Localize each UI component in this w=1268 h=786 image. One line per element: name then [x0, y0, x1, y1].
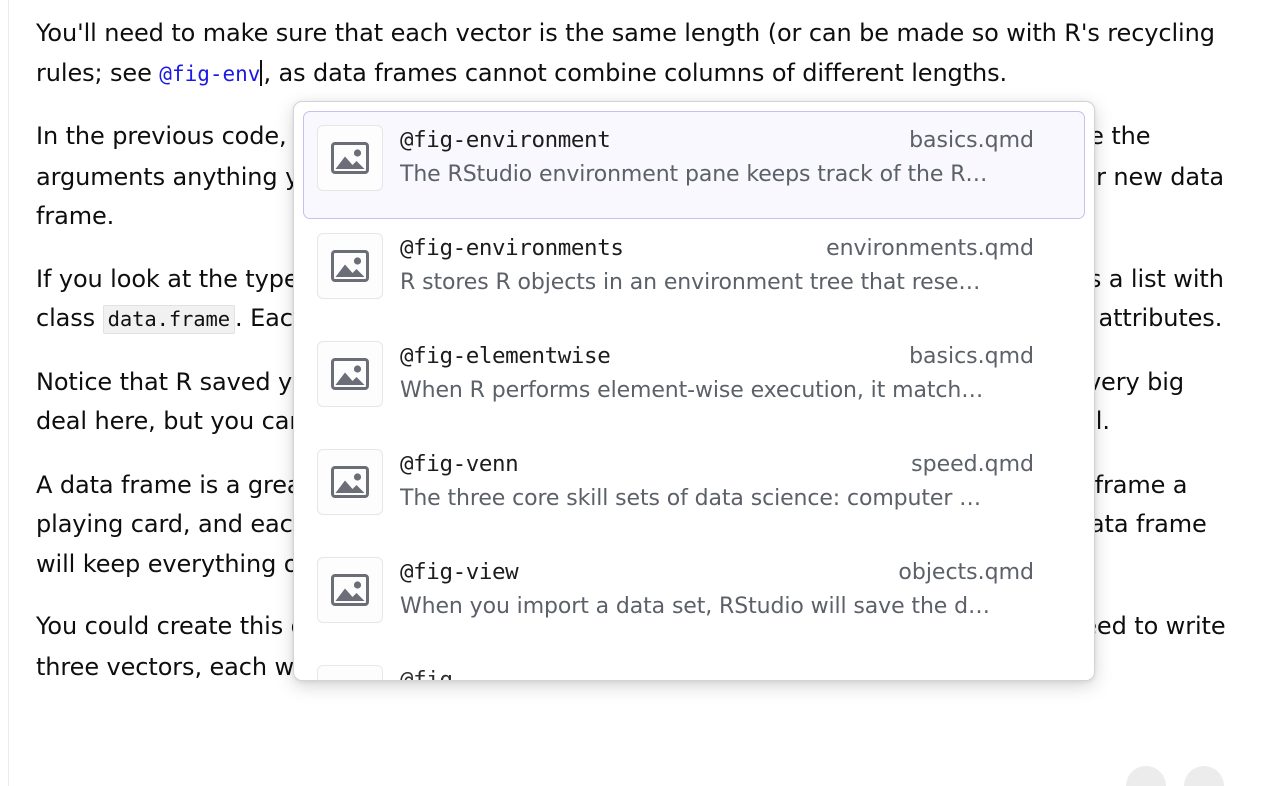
autocomplete-item-file: speed.qmd — [911, 452, 1034, 477]
autocomplete-item[interactable]: @fig-environments environments.qmd R store… — [303, 219, 1085, 327]
paragraph[interactable]: You'll need to make sure that each vecto… — [36, 14, 1232, 94]
autocomplete-item-file: objects.qmd — [898, 560, 1034, 585]
left-gutter-rule — [8, 0, 9, 786]
image-placeholder-icon — [317, 341, 383, 407]
image-placeholder-icon — [317, 449, 383, 515]
image-placeholder-icon — [317, 665, 383, 680]
image-placeholder-icon — [317, 233, 383, 299]
autocomplete-item-header: @fig-view objects.qmd — [400, 559, 1072, 585]
text-cursor — [260, 59, 263, 86]
autocomplete-item-id: @fig-venn — [400, 451, 519, 477]
cross-reference-token[interactable]: @fig-env — [159, 61, 261, 86]
autocomplete-item-id: @fig-view — [400, 559, 519, 585]
image-placeholder-icon — [317, 125, 383, 191]
autocomplete-item-description: When R performs element-wise execution, … — [400, 378, 984, 403]
autocomplete-item-id: @fig-environment — [400, 127, 611, 153]
autocomplete-item-file: basics.qmd — [909, 128, 1034, 153]
text-run: You'll need to make sure that each vecto… — [36, 19, 1215, 87]
autocomplete-item-header: @fig-environment basics.qmd — [400, 127, 1072, 153]
autocomplete-item-id: @fig-environments — [400, 235, 624, 261]
autocomplete-item-header: @fig-elementwise basics.qmd — [400, 343, 1072, 369]
fab-secondary[interactable] — [1184, 766, 1224, 786]
autocomplete-item-id: @fig-… — [400, 667, 479, 681]
autocomplete-item-file: basics.qmd — [909, 344, 1034, 369]
image-placeholder-icon — [317, 557, 383, 623]
text-run: , as data frames cannot combine columns … — [263, 58, 1008, 87]
inline-code: data.frame — [102, 305, 236, 334]
autocomplete-item-description: When you import a data set, RStudio will… — [400, 594, 990, 619]
text-run: In the previous code, the — [36, 122, 341, 150]
fab-primary[interactable] — [1126, 766, 1166, 786]
autocomplete-item-header: @fig-venn speed.qmd — [400, 451, 1072, 477]
autocomplete-item-body: @fig-… — [400, 665, 1072, 681]
autocomplete-item-description: R stores R objects in an environment tre… — [400, 270, 981, 295]
autocomplete-item-file: environments.qmd — [826, 236, 1034, 261]
autocomplete-item-body: @fig-environments environments.qmd R store… — [400, 233, 1072, 295]
autocomplete-item[interactable]: @fig-… — [303, 651, 1085, 681]
autocomplete-item-header: @fig-environments environments.qmd — [400, 235, 1072, 261]
autocomplete-item-description: The three core skill sets of data scienc… — [400, 486, 982, 511]
autocomplete-item-description: The RStudio environment pane keeps track… — [400, 162, 988, 187]
autocomplete-item-header: @fig-… — [400, 667, 1072, 681]
autocomplete-item-id: @fig-elementwise — [400, 343, 611, 369]
